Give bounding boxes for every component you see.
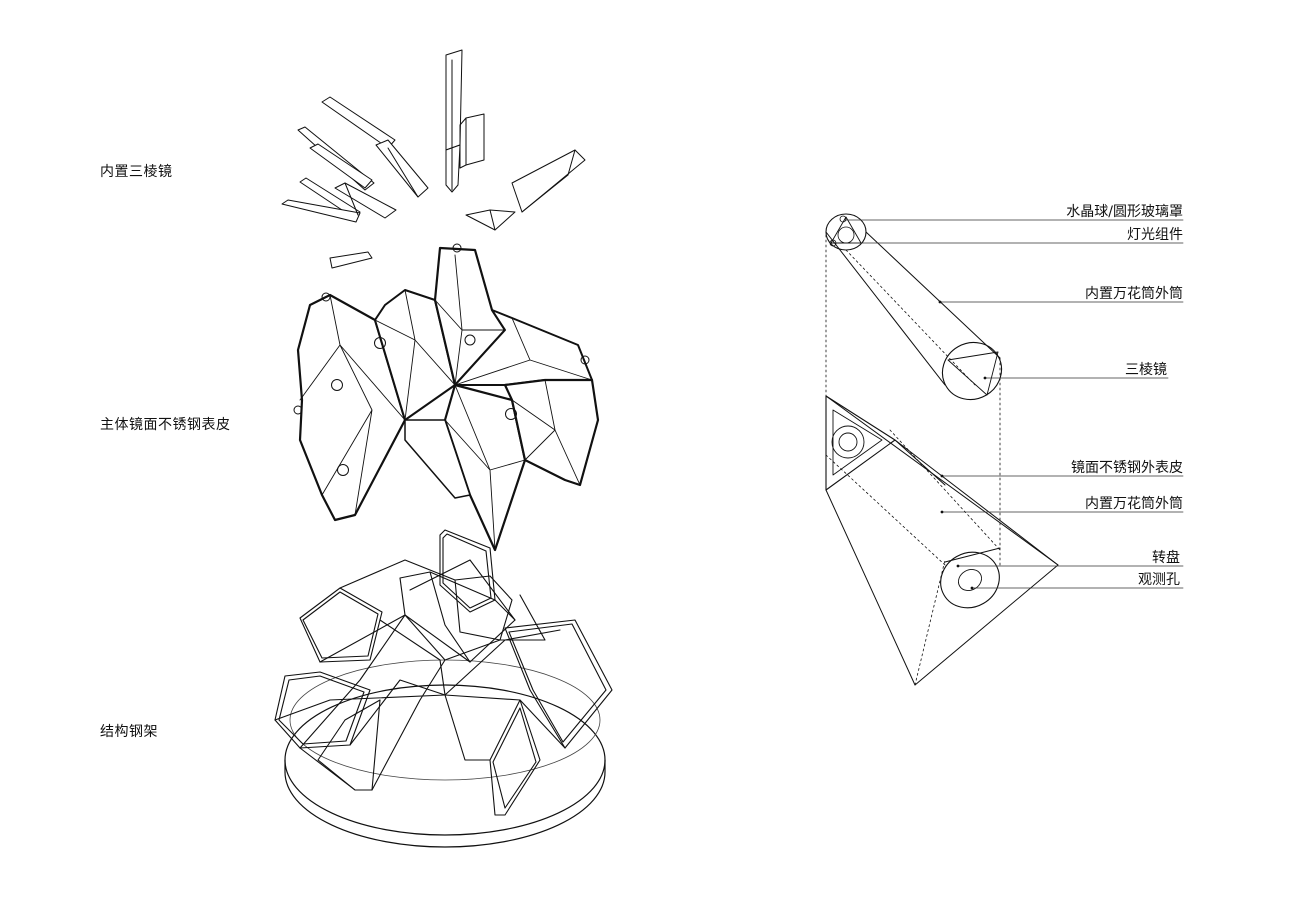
callout-inner-tube-upper: 内置万花筒外筒 [1085, 285, 1183, 302]
label-frame: 结构钢架 [100, 724, 158, 740]
section-detail [825, 213, 1059, 686]
loose-prisms [281, 49, 586, 269]
callout-viewing-hole: 观测孔 [1138, 572, 1180, 588]
label-skin: 主体镜面不锈钢表皮 [100, 417, 231, 433]
steel-frame [274, 529, 613, 848]
callout-light-assembly: 灯光组件 [1127, 227, 1183, 243]
callout-turntable: 转盘 [1152, 549, 1180, 566]
callout-crystal-ball: 水晶球/圆形玻璃罩 [1066, 203, 1183, 220]
callout-inner-tube-lower: 内置万花筒外筒 [1085, 495, 1183, 512]
callout-leaders [844, 219, 1184, 589]
label-prisms: 内置三棱镜 [100, 164, 173, 180]
callout-triangular-prism: 三棱镜 [1125, 362, 1167, 378]
callout-steel-outer-skin: 镜面不锈钢外表皮 [1071, 460, 1183, 476]
steel-skin-body [293, 243, 600, 552]
